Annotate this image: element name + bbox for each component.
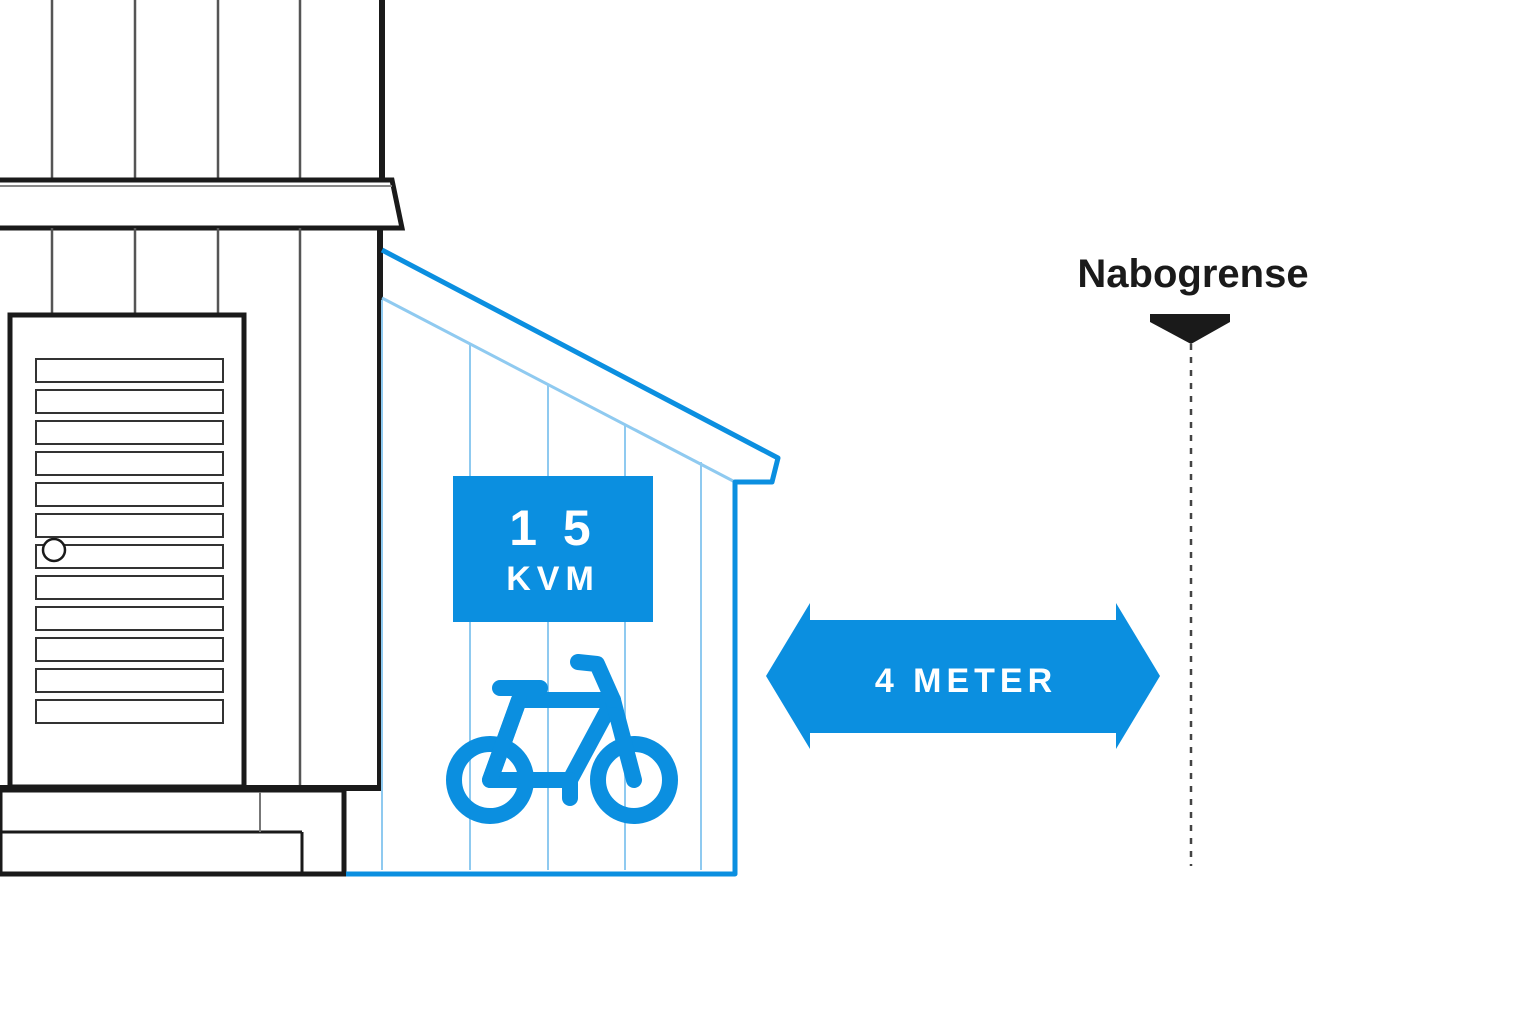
area-unit: KVM xyxy=(506,560,600,598)
distance-arrow: 4 METER xyxy=(766,603,1160,749)
house-upper-wall xyxy=(50,0,385,182)
house-steps xyxy=(0,785,382,877)
shed-roof-inner xyxy=(381,296,736,484)
area-sign: 1 5 KVM xyxy=(453,476,653,622)
door-knob xyxy=(41,537,67,563)
distance-label: 4 METER xyxy=(875,662,1057,700)
house-trim-band xyxy=(0,177,406,231)
neighbor-boundary: Nabogrense xyxy=(1077,252,1309,866)
house-door xyxy=(7,312,247,790)
boundary-label: Nabogrense xyxy=(1077,252,1308,296)
door-louvers xyxy=(35,358,224,724)
house xyxy=(0,0,406,877)
shed-outline xyxy=(346,247,781,877)
bicycle-shed: 1 5 KVM xyxy=(346,247,781,877)
house-lower-wall xyxy=(50,228,383,790)
bicycle-icon xyxy=(446,654,678,824)
boundary-marker-icon xyxy=(1150,314,1230,344)
area-number: 1 5 xyxy=(509,500,597,556)
